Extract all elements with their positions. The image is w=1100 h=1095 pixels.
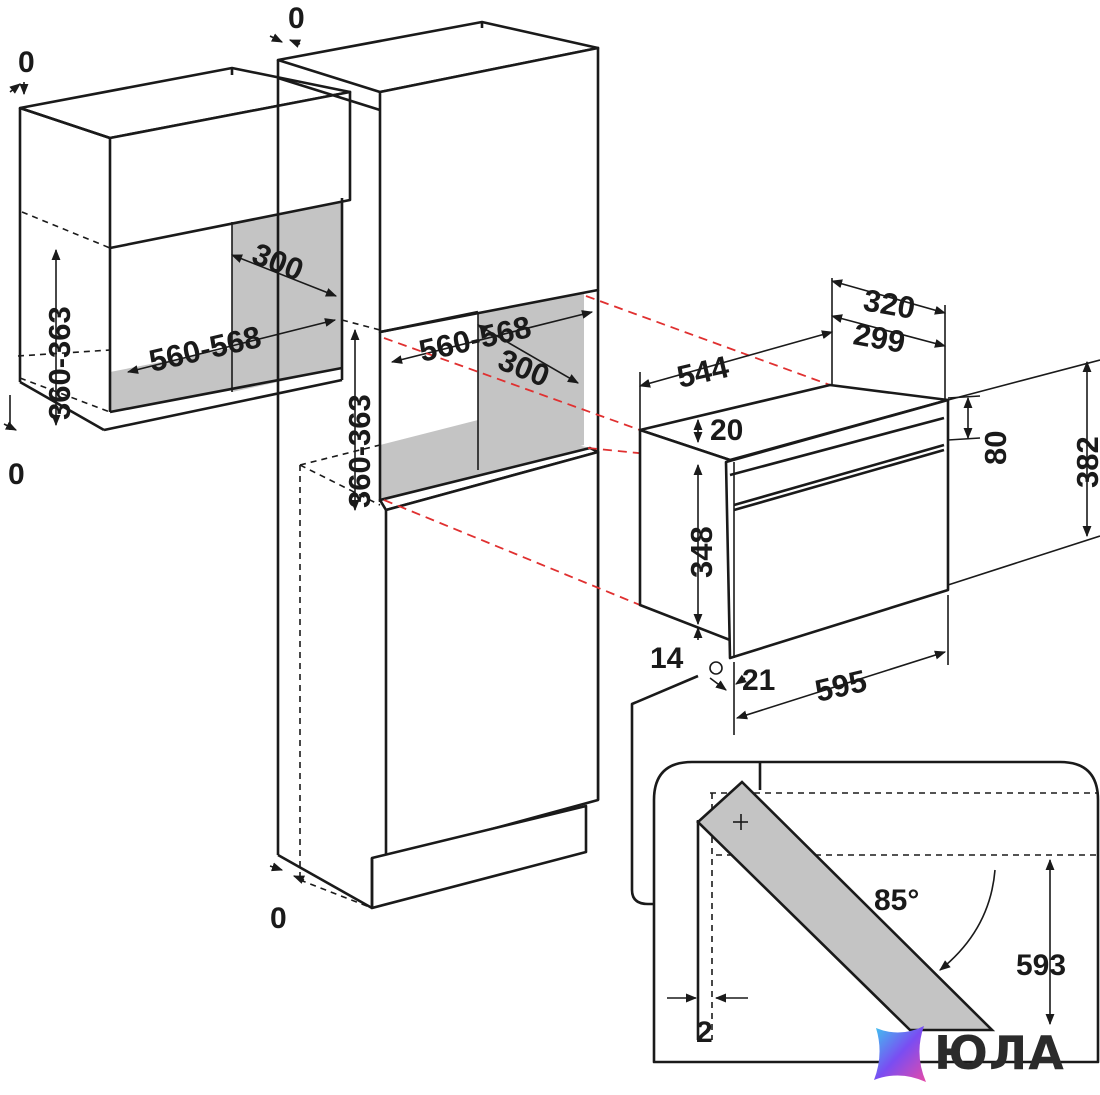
hinge-detail — [630, 674, 1100, 1064]
detail-593-label: 593 — [1016, 949, 1066, 982]
tall-cabinet-lower-front — [384, 450, 600, 860]
oven-depth-299-label: 299 — [851, 316, 908, 359]
oven-348-label: 348 — [684, 526, 719, 578]
wall-cabinet-front — [108, 90, 352, 250]
tall-height-label: 360-363 — [342, 394, 377, 508]
tall-top-gap-label: 0 — [288, 2, 305, 35]
door-panel — [696, 780, 996, 1032]
wall-bottom-gap-label: 0 — [8, 458, 25, 491]
tall-bottom-gap-label: 0 — [270, 902, 287, 935]
wall-cabinet — [3, 66, 352, 432]
brand-logo-icon — [874, 1026, 926, 1082]
wall-height-label: 360-363 — [42, 306, 77, 420]
tall-cabinet-upper-front — [378, 46, 600, 334]
tall-cabinet — [269, 20, 600, 910]
detail-frame — [652, 760, 1100, 1064]
oven-width-544-label: 544 — [674, 349, 733, 395]
oven-80-label: 80 — [978, 431, 1013, 465]
brand-name: ЮЛА — [934, 1026, 1065, 1080]
detail-marker-icon — [709, 661, 723, 675]
oven — [638, 278, 1100, 735]
oven-21-label: 21 — [742, 664, 775, 697]
tall-cabinet-floor — [380, 420, 590, 500]
wall-top-gap-label: 0 — [18, 46, 35, 79]
detail-2-label: 2 — [696, 1016, 713, 1049]
oven-width-595-label: 595 — [812, 663, 870, 709]
oven-20-label: 20 — [710, 414, 743, 447]
oven-382-label: 382 — [1070, 436, 1100, 488]
angle-label: 85° — [874, 884, 919, 917]
brand-watermark: ЮЛА — [868, 1022, 1096, 1086]
oven-14-label: 14 — [650, 642, 684, 675]
